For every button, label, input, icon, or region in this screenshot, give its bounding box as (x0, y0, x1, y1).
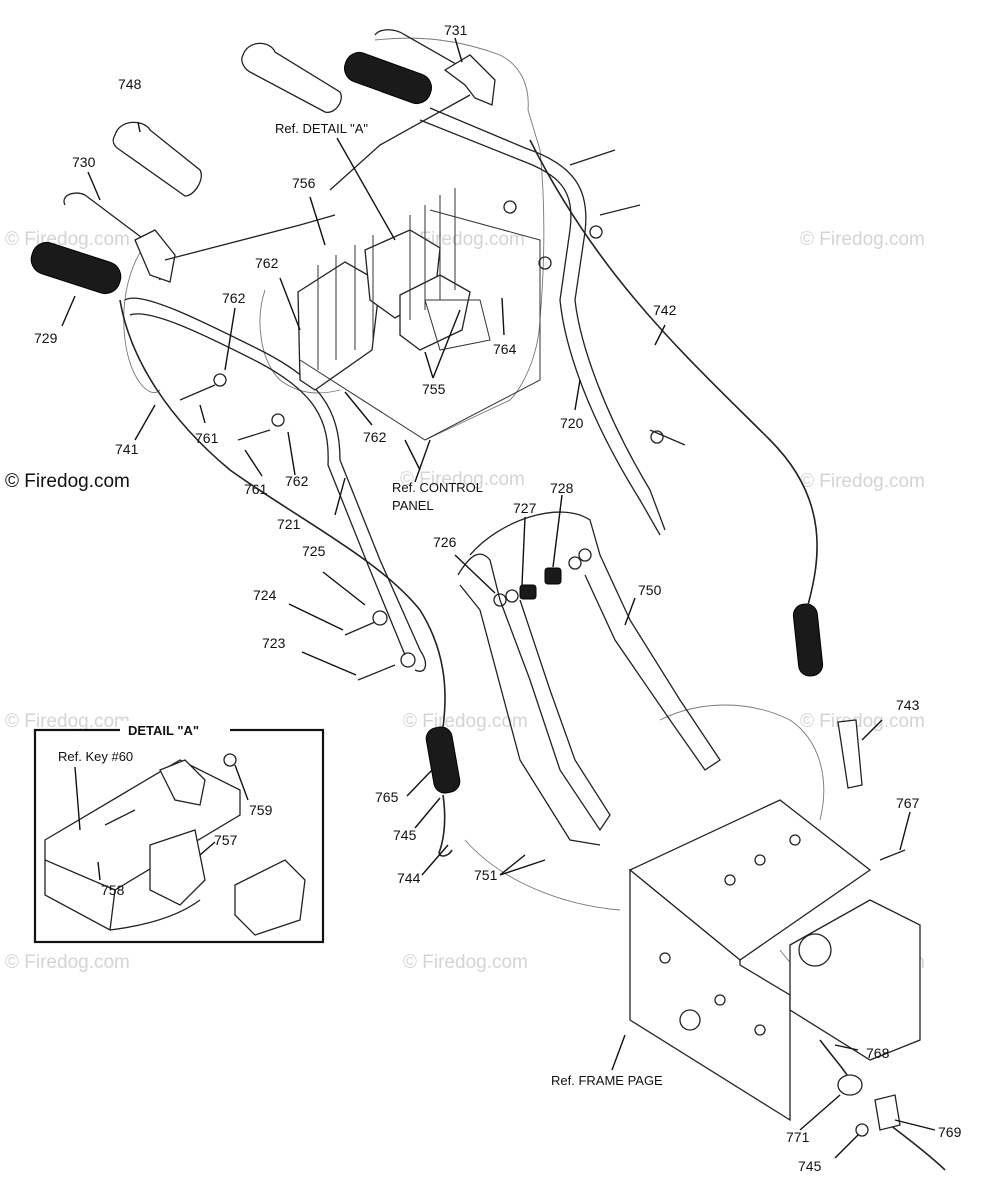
bracket-743 (837, 719, 863, 789)
label-751: 751 (474, 867, 498, 883)
detail-a-inset: DETAIL "A" (33, 721, 325, 944)
watermark: © Firedog.com (5, 952, 130, 973)
grip-right (344, 51, 432, 105)
label-765: 765 (375, 789, 399, 805)
label-762: 762 (255, 255, 279, 271)
label-741: 741 (115, 441, 139, 457)
left-bolts-761 (179, 373, 285, 441)
ref-control-panel-line2: PANEL (392, 498, 434, 513)
lever-731 (329, 29, 496, 191)
cable-742 (529, 139, 818, 606)
label-743: 743 (896, 697, 920, 713)
cable-boot-743 (792, 603, 824, 677)
ref-key-60: Ref. Key #60 (58, 749, 133, 764)
label-727: 727 (513, 500, 537, 516)
ref-control-panel-line1: Ref. CONTROL (392, 480, 483, 495)
label-725: 725 (302, 543, 326, 559)
label-726: 726 (433, 534, 457, 550)
bracket-769-771 (837, 1074, 901, 1137)
watermark-main: © Firedog.com (5, 471, 130, 492)
label-768: 768 (866, 1045, 890, 1061)
cable-end (889, 1124, 946, 1171)
watermark: © Firedog.com (400, 469, 525, 490)
part-labels: 731 748 730 729 741 761 761 762 762 762 … (34, 22, 962, 1174)
label-764: 764 (493, 341, 517, 357)
ref-detail-a: Ref. DETAIL "A" (275, 121, 368, 136)
upper-handle-left (124, 297, 427, 672)
hardware-723-725 (344, 610, 416, 681)
watermark: © Firedog.com (403, 952, 528, 973)
watermark: © Firedog.com (800, 711, 925, 732)
label-758: 758 (101, 882, 125, 898)
label-762: 762 (363, 429, 387, 445)
watermark: © Firedog.com (403, 711, 528, 732)
label-767: 767 (896, 795, 920, 811)
watermark: © Firedog.com (800, 471, 925, 492)
reference-labels: Ref. DETAIL "A" Ref. CONTROL PANEL Ref. … (58, 121, 663, 1088)
label-730: 730 (72, 154, 96, 170)
spring-726-728 (493, 548, 592, 607)
label-750: 750 (638, 582, 662, 598)
leader-lines (61, 37, 936, 1159)
lower-handle-750 (457, 511, 721, 846)
grip-cover-748 (112, 121, 202, 197)
label-744: 744 (397, 870, 421, 886)
label-748: 748 (118, 76, 142, 92)
label-721: 721 (277, 516, 301, 532)
label-723: 723 (262, 635, 286, 651)
watermark: © Firedog.com (5, 711, 130, 732)
label-757: 757 (214, 832, 238, 848)
grip-left (30, 241, 122, 295)
cable-768 (819, 1039, 851, 1081)
cable-boot-765 (425, 726, 461, 794)
watermark: © Firedog.com (5, 229, 130, 250)
grip-cover-upper (241, 42, 342, 113)
upper-handle-right (419, 107, 666, 536)
label-769: 769 (938, 1124, 962, 1140)
watermark: © Firedog.com (800, 229, 925, 250)
label-731: 731 (444, 22, 468, 38)
lever-730 (63, 192, 336, 283)
right-bolts (503, 149, 686, 446)
label-720: 720 (560, 415, 584, 431)
frame (628, 799, 921, 1122)
label-761: 761 (195, 430, 219, 446)
label-745: 745 (393, 827, 417, 843)
machine-outline (123, 37, 891, 1021)
label-755: 755 (422, 381, 446, 397)
label-762: 762 (222, 290, 246, 306)
cable-741 (119, 299, 446, 728)
label-756: 756 (292, 175, 316, 191)
label-724: 724 (253, 587, 277, 603)
cable-744 (438, 794, 453, 857)
ref-frame-page: Ref. FRAME PAGE (551, 1073, 663, 1088)
label-762: 762 (285, 473, 309, 489)
label-771: 771 (786, 1129, 810, 1145)
detail-a-title: DETAIL "A" (128, 723, 199, 738)
label-761: 761 (244, 481, 268, 497)
label-729: 729 (34, 330, 58, 346)
label-759: 759 (249, 802, 273, 818)
label-745: 745 (798, 1158, 822, 1174)
label-742: 742 (653, 302, 677, 318)
bolts-756 (317, 188, 456, 370)
label-728: 728 (550, 480, 574, 496)
